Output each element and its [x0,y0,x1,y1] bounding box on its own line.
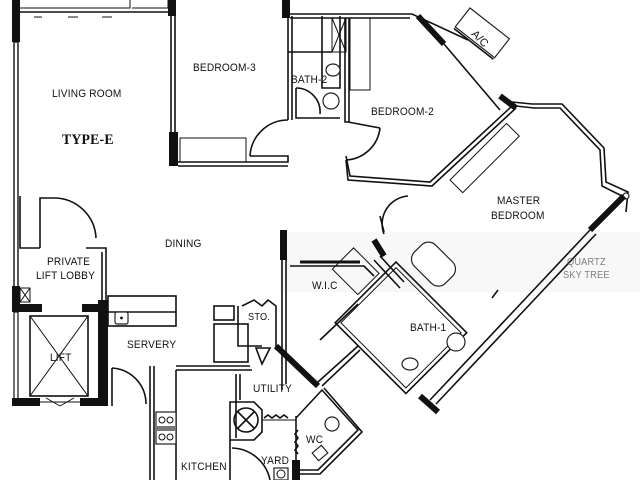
master-bedroom-walls [379,101,630,405]
master-bedroom-label-line2: BEDROOM [491,210,545,222]
servery-label: SERVERY [127,339,177,351]
yard-label: YARD [261,455,290,467]
bedroom-3-walls [169,0,293,167]
utility-label: UTILITY [253,383,292,395]
bedroom-2-label: BEDROOM-2 [371,106,434,118]
kitchen-walls [149,365,252,480]
private-lift-lobby-label-line2: LIFT LOBBY [36,270,96,282]
wc-label: WC [306,434,324,446]
service-area-walls [213,298,364,480]
living-room-walls [12,0,176,304]
bath-1-walls [319,238,499,415]
kitchen-label: KITCHEN [181,461,227,473]
lift-lobby-walls [12,196,107,312]
lift-shaft [12,300,108,407]
drain-fixture [229,401,263,441]
private-lift-lobby-label-line1: PRIVATE [47,256,91,268]
watermark-text-line2: SKY TREE [563,270,610,281]
bath-2-walls [288,13,469,123]
bath-1-label: BATH-1 [410,322,447,334]
watermark-text-line1: QUARTZ [567,257,606,268]
master-bedroom-label-line1: MASTER [497,195,541,207]
dining-wic-walls [280,230,405,390]
storage-label: STO. [248,312,271,323]
dining-label: DINING [165,238,202,250]
bedroom-3-label: BEDROOM-3 [193,62,256,74]
walk-in-closet-label: W.I.C [312,280,338,292]
bath-2-label: BATH-2 [291,74,328,86]
living-room-label: LIVING ROOM [52,88,122,100]
servery-counter [107,295,177,406]
bedroom-2-walls [345,7,521,194]
unit-type-label: TYPE-E [62,132,114,148]
lift-label: LIFT [50,352,72,364]
